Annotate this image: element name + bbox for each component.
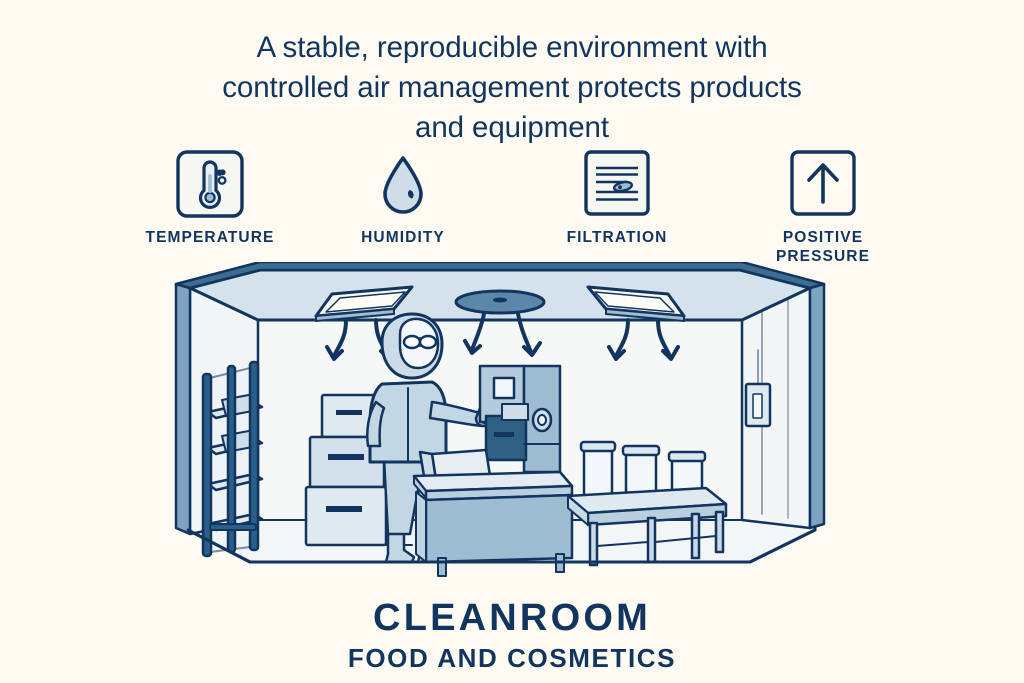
headline-line-1: A stable, reproducible environment with [256,31,768,64]
jar-table [566,440,728,567]
headline-line-2: controlled air management protects produ… [222,71,802,104]
feature-label-temperature: TEMPERATURE [145,229,275,246]
jar-1 [579,440,617,498]
ceiling-fixture-left [314,285,414,322]
feature-icon-row: TEMPERATURE HUMIDITY [0,146,1024,276]
filter-mesh-icon [527,146,707,222]
cleanroom-illustration: .ink { stroke:#12355f; stroke-linejoin:r… [150,260,850,592]
packaging-machine [478,364,562,474]
ceiling-fixture-right [586,285,686,322]
wall-control-panel [744,349,772,428]
up-arrow-icon [733,146,913,222]
footer-caption: CLEANROOM FOOD AND COSMETICS [0,596,1024,674]
feature-temperature: TEMPERATURE [120,146,300,247]
shelving-rack [201,360,264,558]
page-title: A stable, reproducible environment with … [112,28,912,148]
thermometer-icon [120,146,300,222]
workbench-with-box [412,448,574,577]
feature-label-humidity: HUMIDITY [361,229,445,246]
stacked-boxes [304,393,413,547]
feature-filtration: FILTRATION [527,146,707,247]
feature-label-line-1: POSITIVE [782,229,864,246]
feature-humidity: HUMIDITY [313,146,493,247]
ceiling-fixture-center [454,289,546,315]
feature-label-filtration: FILTRATION [566,229,668,246]
feature-positive-pressure: POSITIVE PRESSURE [733,146,913,266]
worker-in-cleanroom-suit [366,312,499,564]
feature-label-positive-pressure: POSITIVE PRESSURE [733,228,913,266]
footer-subtitle: FOOD AND COSMETICS [347,643,677,673]
footer-title: CLEANROOM [373,597,651,639]
water-droplet-icon [313,146,493,222]
headline-line-3: and equipment [415,111,609,144]
feature-label-line-2: PRESSURE [775,248,871,265]
